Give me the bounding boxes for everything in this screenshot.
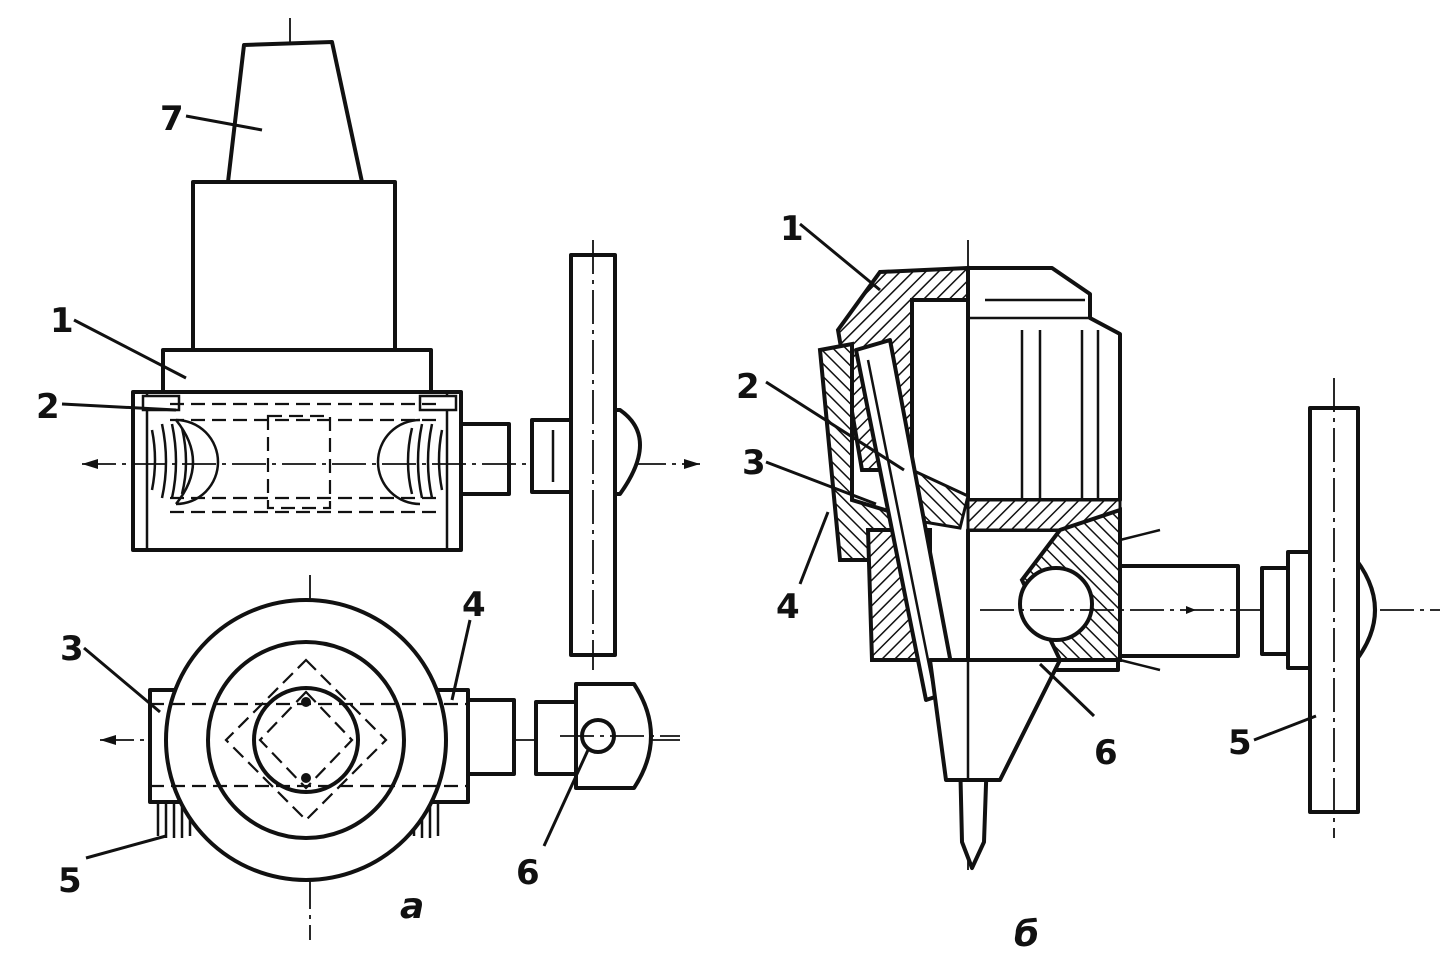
- caption-a: а: [400, 886, 424, 927]
- callout-b-6: 6: [1094, 733, 1118, 773]
- upper-body: [191, 180, 397, 352]
- figure-a-plan-view: [100, 575, 680, 940]
- callout-a-7: 7: [160, 99, 184, 139]
- taper-shank: [226, 40, 364, 184]
- side-shaft: [459, 422, 511, 496]
- figure-b-callouts: 1 2 3 4 6 5 б: [736, 209, 1317, 955]
- callout-b-4: 4: [776, 587, 800, 627]
- figure-b-section-view: [817, 240, 1440, 870]
- callout-b-1: 1: [780, 209, 804, 249]
- callout-b-2: 2: [736, 367, 760, 407]
- callout-a-6: 6: [516, 853, 540, 893]
- callout-a-1: 1: [50, 301, 74, 341]
- figure-a-callouts: 7 1 2 3 4 5 6 а: [36, 99, 590, 927]
- key-shaft: [1118, 564, 1240, 658]
- callout-a-3: 3: [60, 629, 84, 669]
- callout-a-4: 4: [462, 585, 486, 625]
- figure-a-side-view: [82, 18, 700, 670]
- callout-b-5: 5: [1228, 723, 1252, 763]
- callout-a-2: 2: [36, 387, 60, 427]
- body-collar: [161, 348, 433, 394]
- caption-b: б: [1014, 914, 1039, 955]
- callout-a-5: 5: [58, 861, 82, 901]
- lower-housing: [131, 390, 463, 552]
- callout-b-3: 3: [742, 443, 766, 483]
